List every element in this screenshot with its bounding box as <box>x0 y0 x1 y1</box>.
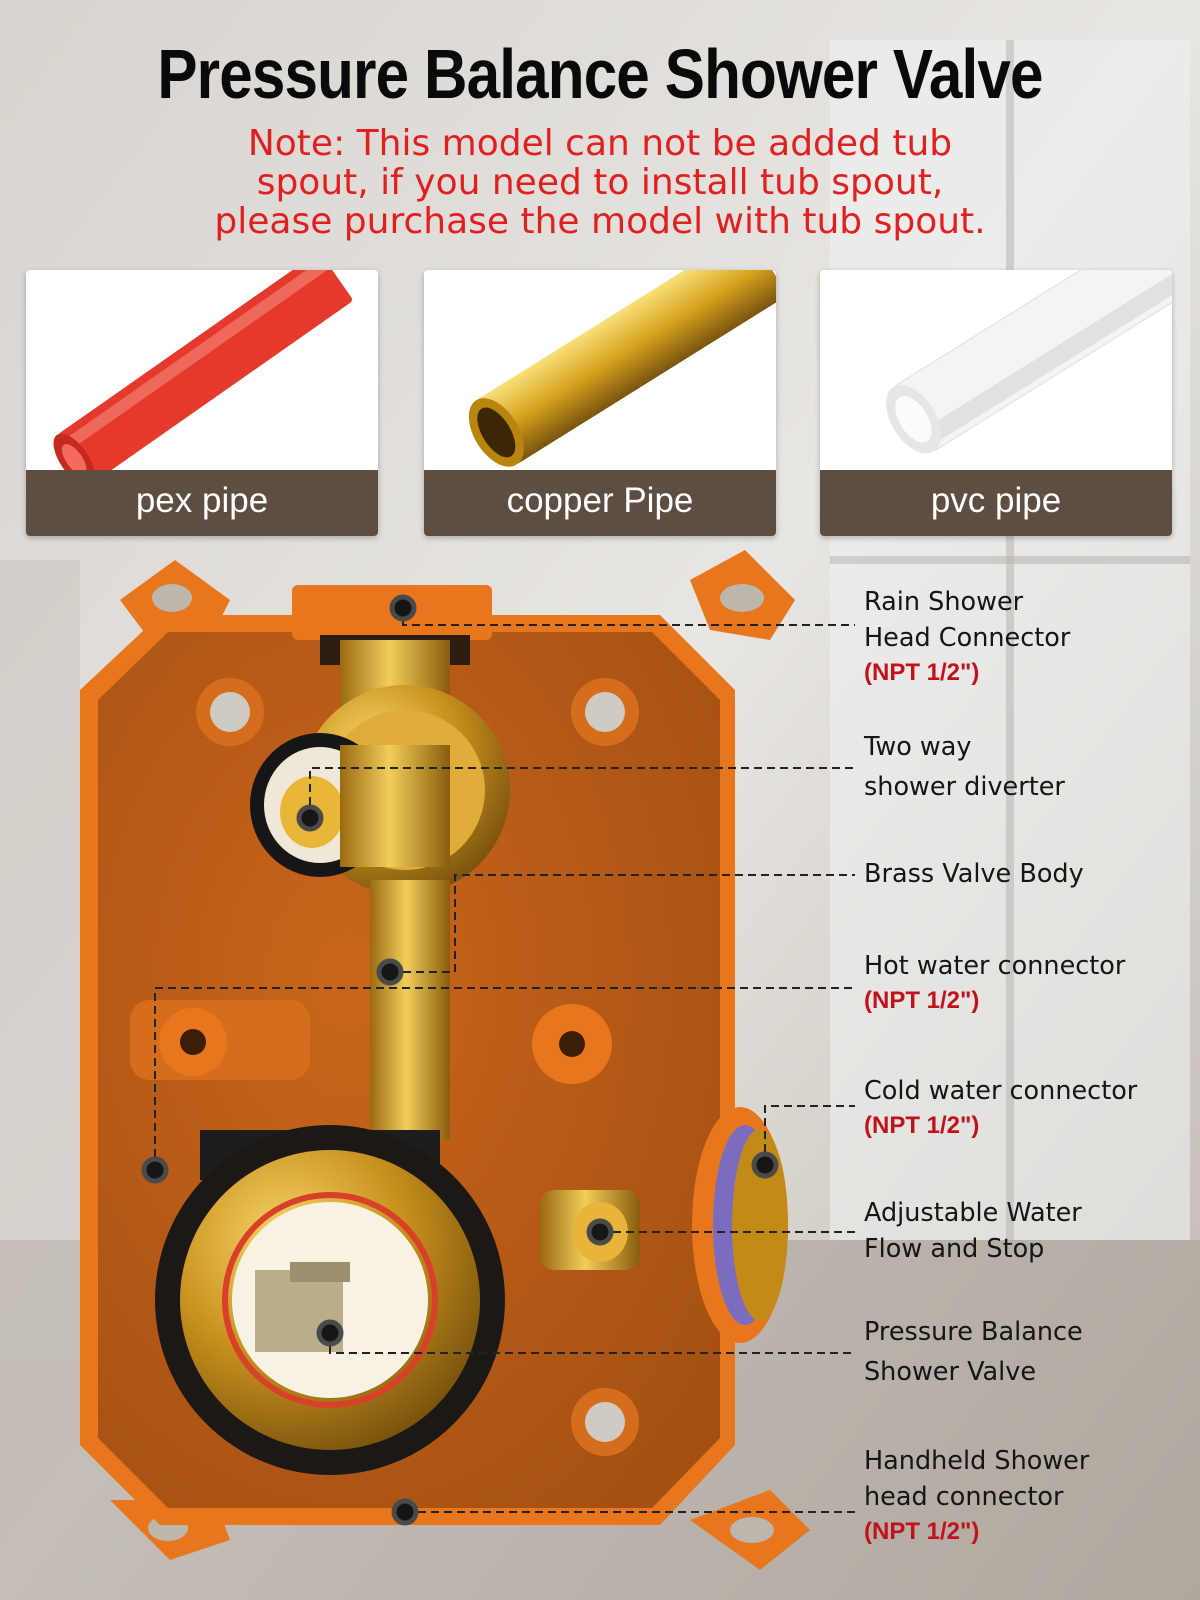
callout-text: Cold water connector <box>864 1076 1138 1106</box>
callout-text: head connector <box>864 1482 1064 1512</box>
callout-text: Adjustable Water <box>864 1198 1082 1228</box>
pipe-label-pex: pex pipe <box>26 470 378 536</box>
dot-hot-water <box>141 1156 169 1184</box>
callout-text: Rain Shower <box>864 587 1024 617</box>
dot-rain-shower <box>389 594 417 622</box>
callout-diverter: Two way shower diverter <box>864 727 1065 807</box>
callout-spec: (NPT 1/2") <box>864 987 980 1014</box>
dot-flow-stop <box>586 1218 614 1246</box>
callout-text: shower diverter <box>864 772 1065 802</box>
pvc-pipe-card: pvc pipe <box>820 270 1172 536</box>
tub-spout-note: Note: This model can not be added tub sp… <box>100 124 1100 241</box>
leader-pb-valve <box>329 1333 855 1354</box>
pex-pipe-image <box>53 270 352 470</box>
callout-brass-body: Brass Valve Body <box>864 856 1084 892</box>
pex-pipe-card: pex pipe <box>26 270 378 536</box>
callout-rain-shower: Rain Shower Head Connector (NPT 1/2") <box>864 584 1070 690</box>
callout-spec: (NPT 1/2") <box>864 1518 980 1545</box>
callout-flow-stop: Adjustable Water Flow and Stop <box>864 1195 1082 1267</box>
pipe-label-copper: copper Pipe <box>424 470 776 536</box>
leader-rain-shower <box>402 608 855 626</box>
dot-cold-water <box>751 1151 779 1179</box>
callout-spec: (NPT 1/2") <box>864 659 980 686</box>
callout-cold-water: Cold water connector (NPT 1/2") <box>864 1073 1137 1143</box>
note-line: please purchase the model with tub spout… <box>214 201 986 242</box>
note-line: spout, if you need to install tub spout, <box>256 162 944 203</box>
page-title: Pressure Balance Shower Valve <box>157 35 1043 113</box>
callout-hot-water: Hot water connector (NPT 1/2") <box>864 948 1125 1018</box>
copper-pipe-image <box>468 270 776 467</box>
leader-diverter <box>309 767 855 818</box>
callout-text: Hot water connector <box>864 951 1126 981</box>
note-line: Note: This model can not be added tub <box>247 123 953 164</box>
callout-text: Two way <box>864 732 972 762</box>
dot-handheld <box>391 1498 419 1526</box>
copper-pipe-card: copper Pipe <box>424 270 776 536</box>
callout-pb-valve: Pressure Balance Shower Valve <box>864 1312 1083 1392</box>
dot-diverter <box>296 804 324 832</box>
callout-spec: (NPT 1/2") <box>864 1112 980 1139</box>
callout-text: Shower Valve <box>864 1357 1037 1387</box>
callout-text: Handheld Shower <box>864 1446 1090 1476</box>
leader-cold-water <box>764 1105 855 1165</box>
dot-brass-body <box>376 958 404 986</box>
leader-brass-body <box>390 874 855 973</box>
callout-text: Head Connector <box>864 623 1071 653</box>
brass-valve-body <box>155 640 640 1475</box>
pvc-pipe-image <box>886 270 1172 454</box>
callout-text: Pressure Balance <box>864 1317 1083 1347</box>
pipe-label-pvc: pvc pipe <box>820 470 1172 536</box>
callout-handheld: Handheld Shower head connector (NPT 1/2"… <box>864 1443 1089 1549</box>
leader-hot-water <box>154 987 855 1170</box>
dot-pb-valve <box>316 1319 344 1347</box>
callout-text: Brass Valve Body <box>864 859 1084 889</box>
callout-text: Flow and Stop <box>864 1234 1045 1264</box>
